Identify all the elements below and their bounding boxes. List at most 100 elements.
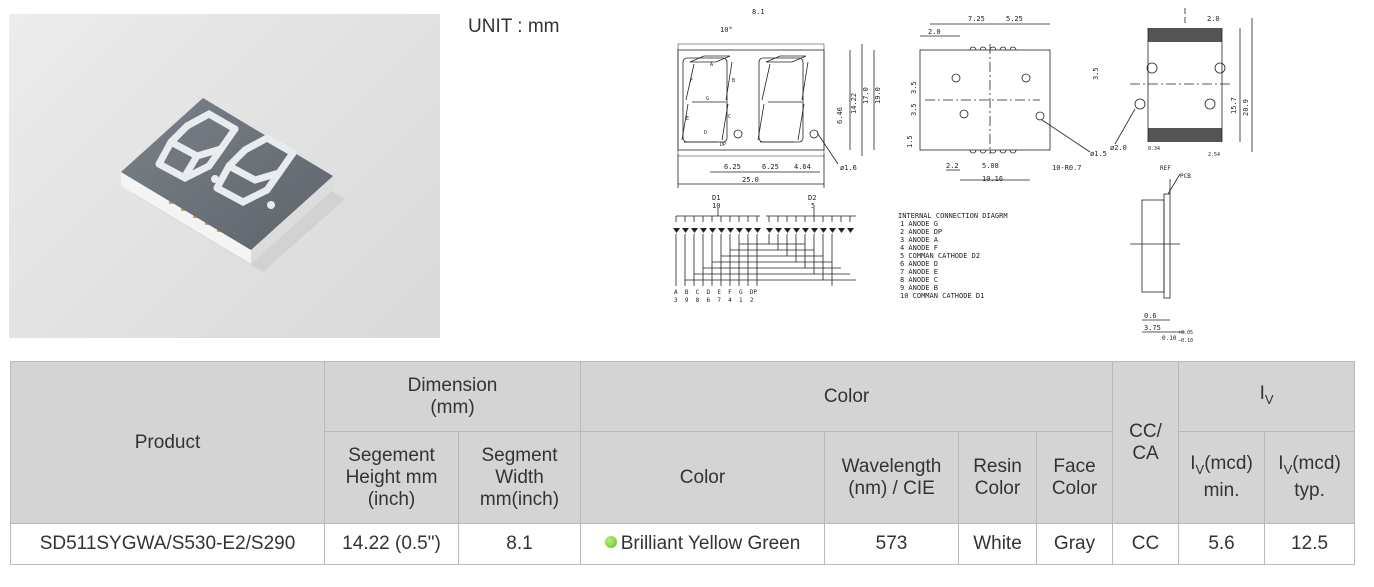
dim-pitch2: 6.25 (762, 163, 779, 171)
dim-side-s2: 2.54 (1208, 152, 1220, 158)
header-seg-width-text: Segment Width mm(inch) (479, 444, 560, 510)
schematic-d1-pin: 10 (712, 202, 720, 210)
cell-resin: White (958, 523, 1037, 565)
dim-back-b3: 10.16 (982, 175, 1003, 183)
cell-iv-min: 5.6 (1178, 523, 1266, 565)
connection-title: INTERNAL CONNECTION DIAGRM (898, 212, 1008, 220)
profile-d1: 0.6 (1144, 312, 1157, 320)
dim-back-top2: 5.25 (1006, 15, 1023, 23)
seven-segment-display-image (121, 98, 345, 272)
cell-cc-ca: CC (1112, 523, 1180, 565)
connection-line: 7 ANODE E (900, 268, 938, 276)
connection-line: 1 ANODE G (900, 220, 938, 228)
back-view-outline (919, 49, 1051, 151)
header-cc-ca: CC/ CA (1112, 361, 1180, 524)
header-dimension-text: Dimension (mm) (407, 374, 498, 418)
profile-pcb: PCB (1180, 173, 1191, 180)
cell-face: Gray (1035, 523, 1114, 565)
dim-side-s1: 0.34 (1148, 146, 1160, 152)
dim-side-hole: ø2.0 (1110, 144, 1127, 152)
header-iv-sub: V (1264, 391, 1274, 407)
dim-h2: 17.0 (862, 87, 870, 104)
header-resin: Resin Color (958, 431, 1037, 524)
connection-line: 10 COMMAN CATHODE D1 (900, 292, 984, 300)
header-iv-symbol: I (1259, 382, 1265, 404)
schematic-d2: D2 (808, 194, 816, 202)
iv-typ-suffix: (mcd) typ. (1292, 452, 1341, 502)
profile-tol-plus: +0.05 (1178, 330, 1193, 336)
header-face-text: Face Color (1051, 455, 1098, 499)
header-color: Color (580, 431, 825, 524)
seg-label-dp: DP (720, 142, 726, 148)
connection-line: 4 ANODE F (900, 244, 938, 252)
header-iv: IV (1178, 361, 1356, 432)
cell-color: Brilliant Yellow Green (580, 523, 825, 565)
profile-tol-minus: −0.10 (1178, 338, 1193, 344)
internal-connection-list: INTERNAL CONNECTION DIAGRM 1 ANODE G 2 A… (898, 212, 1008, 300)
connection-line: 5 COMMAN CATHODE D2 (900, 252, 980, 260)
header-seg-height: Segement Height mm (inch) (324, 431, 459, 524)
spec-table: Product Dimension (mm) Color CC/ CA IV S… (10, 361, 1356, 565)
dim-hole-front: ø1.6 (840, 164, 857, 172)
iv-min-suffix: (mcd) min. (1203, 452, 1253, 502)
seg-label-e: E (686, 116, 689, 122)
dim-pitch1: 6.25 (724, 163, 741, 171)
header-face: Face Color (1035, 431, 1114, 524)
seg-label-f: F (690, 78, 693, 84)
seg-label-b: B (732, 78, 735, 84)
connection-line: 6 ANODE D (900, 260, 938, 268)
seg-label-d: D (704, 130, 707, 136)
connection-line: 3 ANODE A (900, 236, 939, 244)
dim-total: 25.0 (742, 176, 759, 184)
header-wavelength: Wavelength (nm) / CIE (824, 431, 959, 524)
profile-ref: REF (1160, 165, 1171, 172)
cell-wavelength: 573 (824, 523, 959, 565)
cell-product: SD511SYGWA/S530-E2/S290 (10, 523, 325, 565)
header-product: Product (10, 361, 325, 524)
dim-side-top: 2.0 (1207, 15, 1220, 23)
iv-min-sub: V (1195, 461, 1205, 477)
cell-seg-width: 8.1 (458, 523, 581, 565)
dim-back-v2: 3.5 (910, 103, 918, 116)
unit-label: UNIT : mm (468, 16, 560, 37)
dim-back-hole: ø1.5 (1090, 150, 1107, 158)
dimension-drawing: 8.1 10° 14.22 17.0 19.0 6.46 6.25 6.25 4… (673, 8, 1253, 344)
profile-d2: 3.75 (1144, 324, 1161, 332)
dim-angle: 10° (720, 26, 733, 34)
iv-typ-prefix: I (1278, 452, 1284, 474)
seg-label-a: A (710, 62, 713, 68)
product-photo (9, 14, 440, 338)
dim-d1: 6.46 (836, 107, 844, 124)
dim-back-b1: 2.2 (946, 162, 959, 170)
cell-color-text: Brilliant Yellow Green (620, 533, 801, 554)
iv-min-prefix: I (1190, 452, 1196, 474)
cell-seg-height: 14.22 (0.5") (324, 523, 459, 565)
header-wavelength-text: Wavelength (nm) / CIE (841, 455, 942, 499)
dim-side-v1: 3.5 (1092, 67, 1100, 80)
header-seg-height-text: Segement Height mm (inch) (345, 444, 438, 510)
seg-label-g: G (706, 96, 709, 102)
dim-back-pads: 10-R0.7 (1052, 164, 1082, 172)
dim-side-h2: 20.9 (1242, 99, 1250, 116)
header-iv-typ: IV(mcd) typ. (1264, 431, 1356, 524)
header-resin-text: Resin Color (973, 455, 1022, 499)
dim-back-left: 2.0 (928, 28, 941, 36)
header-iv-min: IV(mcd) min. (1178, 431, 1266, 524)
header-seg-width: Segment Width mm(inch) (458, 431, 581, 524)
profile-tol: 0.10 (1162, 335, 1177, 342)
connection-line: 9 ANODE B (900, 284, 938, 292)
header-color-group: Color (579, 361, 1114, 432)
led-diodes (675, 216, 851, 222)
dim-back-b2: 5.08 (982, 162, 999, 170)
schematic-segments: A B C D E F G DP (674, 289, 757, 296)
header-cc-ca-text: CC/ CA (1129, 420, 1162, 464)
dim-back-v1: 3.5 (910, 81, 918, 94)
color-dot-icon (604, 536, 617, 548)
iv-typ-sub: V (1283, 461, 1293, 477)
dim-back-top1: 7.25 (968, 15, 985, 23)
dim-back-v3: 1.5 (906, 135, 914, 148)
dim-end: 4.64 (794, 163, 811, 171)
table-row: SD511SYGWA/S530-E2/S290 14.22 (0.5") 8.1… (10, 523, 1356, 565)
schematic-d1: D1 (712, 194, 720, 202)
connection-line: 8 ANODE C (900, 276, 938, 284)
